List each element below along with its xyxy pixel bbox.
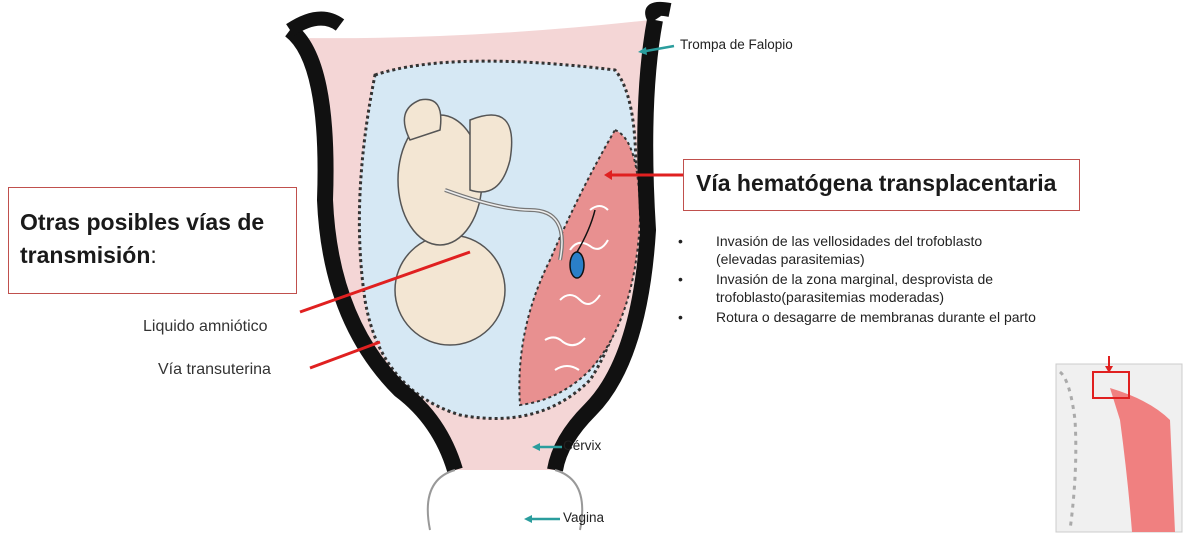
other-routes-line2: transmisión — [20, 242, 150, 268]
other-routes-title: Otras posibles vías de transmisión: — [20, 206, 264, 272]
bullet-item: • Rotura o desagarre de membranas durant… — [676, 308, 1116, 326]
label-cervix: Cérvix — [563, 438, 601, 453]
inset-micrograph — [1056, 356, 1182, 532]
label-vagina: Vagina — [563, 510, 604, 525]
bullet-marker: • — [678, 232, 683, 250]
hematogenous-route-title: Vía hematógena transplacentaria — [696, 170, 1056, 197]
vagina-outline — [428, 470, 582, 530]
label-trompa-falopio: Trompa de Falopio — [680, 37, 793, 52]
fallopian-tube-left — [290, 19, 340, 30]
arrowhead-vagina — [524, 515, 532, 523]
bullet-text-line: Invasión de la zona marginal, desprovist… — [716, 271, 993, 287]
parasite — [570, 252, 584, 278]
bullet-text-line: Rotura o desagarre de membranas durante … — [716, 309, 1036, 325]
label-liquido-amniotico: Liquido amniótico — [143, 318, 268, 336]
fallopian-tube-right — [652, 9, 670, 20]
other-routes-box: Otras posibles vías de transmisión: — [8, 187, 297, 294]
bullet-text-line: Invasión de las vellosidades del trofobl… — [716, 233, 982, 249]
label-via-transuterina: Vía transuterina — [158, 361, 271, 379]
bullet-text-line: trofoblasto(parasitemias moderadas) — [716, 289, 944, 305]
other-routes-colon: : — [150, 242, 156, 268]
bullet-marker: • — [678, 308, 683, 326]
bullet-item: • Invasión de las vellosidades del trofo… — [676, 232, 1116, 268]
bullet-text-line: (elevadas parasitemias) — [716, 251, 865, 267]
bullet-marker: • — [678, 270, 683, 288]
bullet-item: • Invasión de la zona marginal, desprovi… — [676, 270, 1116, 306]
hematogenous-route-box: Vía hematógena transplacentaria — [683, 159, 1080, 211]
other-routes-line1: Otras posibles vías de — [20, 209, 264, 235]
bullet-list: • Invasión de las vellosidades del trofo… — [676, 232, 1116, 326]
